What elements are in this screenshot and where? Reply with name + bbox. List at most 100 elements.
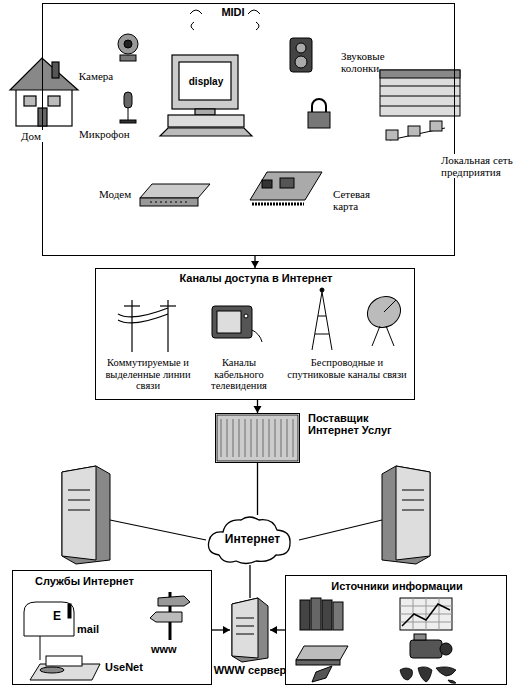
radio-tower-icon	[320, 288, 324, 292]
server-icon	[68, 490, 90, 510]
house-icon	[52, 62, 59, 78]
house-icon	[24, 96, 36, 106]
device-label: MIDI	[211, 6, 255, 18]
camcorder-icon	[440, 643, 452, 655]
server-icon	[382, 466, 430, 564]
world-map-icon	[418, 667, 432, 682]
mail-label: E	[53, 610, 65, 623]
radio-tower-icon	[312, 288, 332, 350]
world-map-icon	[448, 680, 456, 683]
building-icon	[380, 86, 460, 87]
tv-icon	[217, 311, 241, 333]
pen-icon	[312, 666, 332, 682]
network-card-icon	[280, 178, 294, 188]
modem-icon	[150, 202, 190, 203]
server-label: WWW сервер	[202, 664, 298, 676]
books-icon	[311, 598, 321, 630]
www-server-icon	[232, 598, 268, 662]
sources-box: Источники информации	[285, 575, 507, 685]
books-icon	[333, 602, 343, 630]
lan-icon	[386, 130, 398, 140]
fax-icon	[46, 656, 82, 666]
www-server-icon	[236, 618, 254, 634]
modem-icon	[140, 184, 210, 198]
chart-icon	[400, 598, 452, 630]
camcorder-icon	[410, 640, 442, 658]
world-map-icon	[400, 667, 456, 683]
microphone-icon	[124, 92, 132, 108]
arrow-head	[254, 406, 262, 413]
mailbox-icon	[40, 636, 41, 660]
camera-icon	[120, 55, 136, 61]
satellite-dish-icon	[372, 326, 394, 346]
phone-lines-icon	[131, 300, 132, 352]
world-map-icon	[400, 668, 413, 680]
satellite-dish-icon	[384, 300, 396, 312]
computer-icon	[160, 55, 252, 136]
microphone-icon	[120, 92, 136, 123]
camcorder-icon	[410, 634, 452, 658]
box-heading: Службы Интернет	[35, 575, 205, 587]
box-heading: Источники информации	[286, 580, 508, 592]
lan-icon	[408, 126, 420, 136]
tv-icon	[244, 314, 248, 318]
scanner-icon	[296, 646, 348, 665]
www-server-icon	[232, 598, 258, 658]
connector	[251, 256, 259, 268]
lock-icon	[312, 99, 326, 112]
connector-line	[257, 463, 258, 515]
tv-icon	[212, 306, 262, 342]
mailbox-icon	[68, 604, 71, 618]
speakers-icon	[296, 43, 306, 53]
channel-label: Беспроводные и спутниковые каналы связи	[284, 357, 410, 380]
connector	[212, 626, 230, 634]
network-card-icon	[262, 180, 272, 188]
device-panel: MIDIКамераdisplayЗвуковые колонкиМикрофо…	[42, 3, 455, 256]
camera-icon	[124, 40, 132, 48]
service-label: www	[151, 643, 195, 655]
building-icon	[380, 96, 460, 97]
books-icon	[300, 598, 343, 630]
satellite-dish-icon	[362, 291, 406, 346]
fax-icon	[30, 656, 100, 680]
provider-rack-icon	[217, 415, 298, 461]
phone-lines-icon	[118, 308, 168, 323]
connector	[257, 463, 258, 515]
server-icon	[62, 466, 110, 564]
device-label: Звуковые колонки	[341, 50, 411, 74]
screen-label: display	[182, 76, 230, 87]
computer-icon	[179, 62, 231, 100]
service-label: UseNet	[105, 661, 165, 673]
house-icon	[10, 58, 78, 126]
network-line	[299, 520, 382, 540]
tv-icon	[252, 330, 262, 342]
computer-icon	[172, 55, 238, 109]
lock-icon	[308, 112, 330, 128]
camera-icon	[118, 34, 138, 54]
books-icon	[322, 600, 332, 630]
signpost-icon	[150, 612, 182, 622]
modem-icon	[140, 198, 198, 206]
books-icon	[300, 600, 310, 630]
house-icon	[48, 96, 60, 106]
www-server-node: WWW сервер	[230, 598, 270, 662]
provider-rack-icon	[217, 415, 298, 461]
phone-lines-icon	[118, 300, 176, 352]
radio-tower-icon	[312, 292, 332, 350]
microphone-icon	[120, 120, 136, 123]
network-line	[110, 520, 206, 540]
server-icon	[62, 466, 110, 564]
device-label: Микрофон	[79, 128, 149, 140]
computer-icon	[168, 115, 244, 127]
services-box: Службы ИнтернетEmailwwwUseNet	[12, 570, 212, 685]
connector	[270, 626, 285, 634]
camcorder-icon	[414, 634, 426, 640]
server-icon	[402, 490, 424, 510]
connector	[254, 400, 262, 413]
modem-icon	[140, 184, 210, 206]
microphone-icon	[128, 108, 129, 120]
device-label: Модем	[99, 188, 153, 200]
scanner-icon	[296, 660, 340, 665]
server-icon	[382, 466, 430, 564]
